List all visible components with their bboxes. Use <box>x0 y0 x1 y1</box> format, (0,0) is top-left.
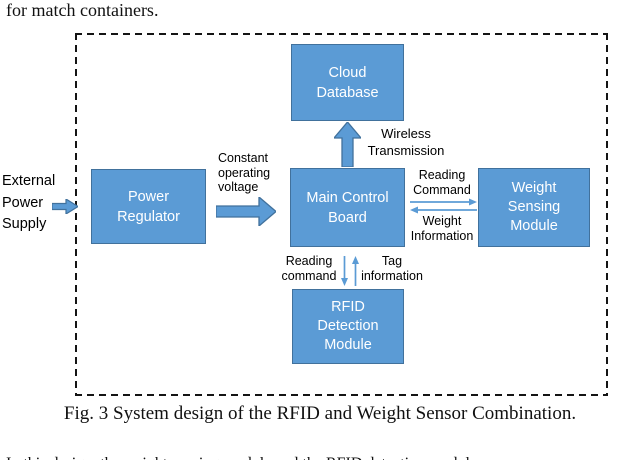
weight-information-left-arrow-icon <box>410 206 477 214</box>
tag-information-up-arrow-icon <box>352 256 359 286</box>
reading-command-label: Reading Command <box>405 168 479 197</box>
power-supply-block-arrow-icon <box>52 199 78 214</box>
reading-command-down-arrow-icon <box>341 256 348 286</box>
label-line: operating <box>218 165 271 180</box>
main-control-board-box: Main Control Board <box>290 168 405 247</box>
constant-operating-voltage-label: Constant operating voltage <box>218 151 270 195</box>
figure-caption: Fig. 3 System design of the RFID and Wei… <box>63 403 577 424</box>
label-line: Weight <box>422 214 462 228</box>
up-block-arrow-icon <box>334 122 361 167</box>
box-label-line: Module <box>324 337 372 353</box>
label-line: information <box>361 268 423 283</box>
external-power-supply-label: External Power Supply <box>2 171 55 236</box>
voltage-block-arrow-icon <box>216 197 276 226</box>
tag-information-label: Tag information <box>358 254 426 283</box>
box-label-line: Weight <box>511 180 557 196</box>
box-label-line: Regulator <box>117 208 180 225</box>
dashed-border-top <box>75 33 608 35</box>
label-line: Reading <box>418 168 466 182</box>
dashed-border-bottom <box>75 394 608 396</box>
label-line: Information <box>410 228 474 243</box>
box-label-line: Sensing <box>507 199 561 215</box>
cropped-text-line: In this design, the weight sensing modul… <box>6 454 636 460</box>
box-label-line: Detection <box>317 318 379 334</box>
box-label-line: RFID <box>331 299 365 315</box>
box-label-line: Power <box>127 188 170 205</box>
label-line: voltage <box>218 180 259 194</box>
box-label-line: Board <box>328 209 367 226</box>
label-line: Transmission <box>367 142 445 158</box>
weight-information-label: Weight Information <box>402 214 482 243</box>
wireless-transmission-label: Wireless Transmission <box>358 126 454 159</box>
box-label-line: Cloud <box>328 64 367 81</box>
label-line: External <box>2 173 56 189</box>
label-line: Reading <box>285 254 333 268</box>
reading-command-right-arrow-icon <box>410 198 477 206</box>
box-label-line: Main Control <box>306 189 389 206</box>
cloud-database-box: Cloud Database <box>291 44 404 121</box>
body-text-line: for match containers. <box>6 0 159 20</box>
rfid-detection-module-box: RFID Detection Module <box>292 289 404 364</box>
box-label-line: Database <box>316 84 379 101</box>
dashed-border-right <box>606 33 608 396</box>
label-line: Constant <box>218 151 269 165</box>
label-line: Wireless <box>381 126 431 141</box>
label-line: command <box>281 268 337 283</box>
label-line: Tag <box>381 254 403 268</box>
box-label-line: Module <box>510 218 558 234</box>
dashed-border-left <box>75 33 77 396</box>
reading-command-down-label: Reading command <box>276 254 342 283</box>
label-line: Command <box>413 182 471 197</box>
label-line: Power <box>2 194 44 211</box>
label-line: Supply <box>2 216 47 232</box>
power-regulator-box: Power Regulator <box>91 169 206 244</box>
weight-sensing-module-box: Weight Sensing Module <box>478 168 590 247</box>
